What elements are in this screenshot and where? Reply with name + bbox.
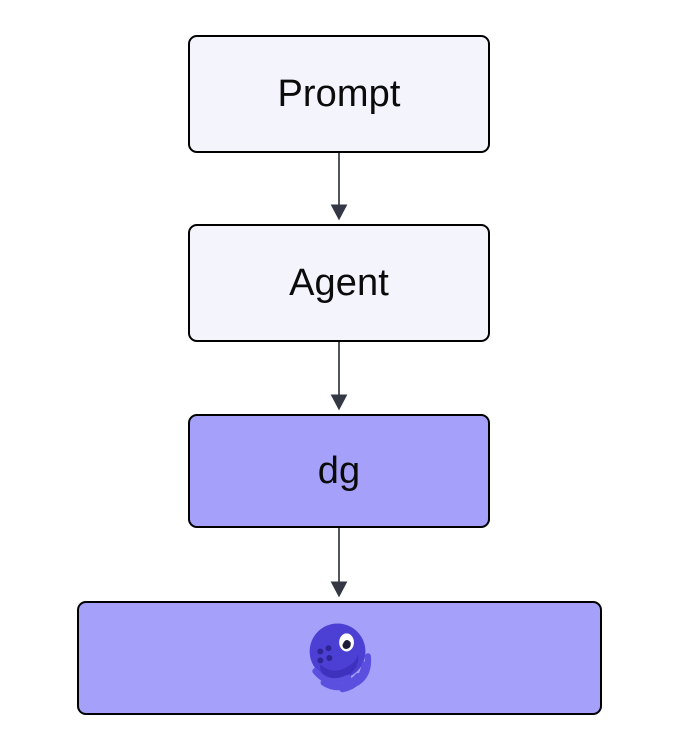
- octopus-icon: [299, 617, 381, 699]
- node-prompt[interactable]: Prompt: [188, 35, 490, 153]
- node-dg-label: dg: [317, 450, 361, 492]
- node-prompt-label: Prompt: [277, 73, 401, 115]
- node-agent[interactable]: Agent: [188, 224, 490, 342]
- node-agent-label: Agent: [289, 262, 389, 304]
- node-dg[interactable]: dg: [188, 414, 490, 528]
- node-octopus[interactable]: [77, 601, 602, 715]
